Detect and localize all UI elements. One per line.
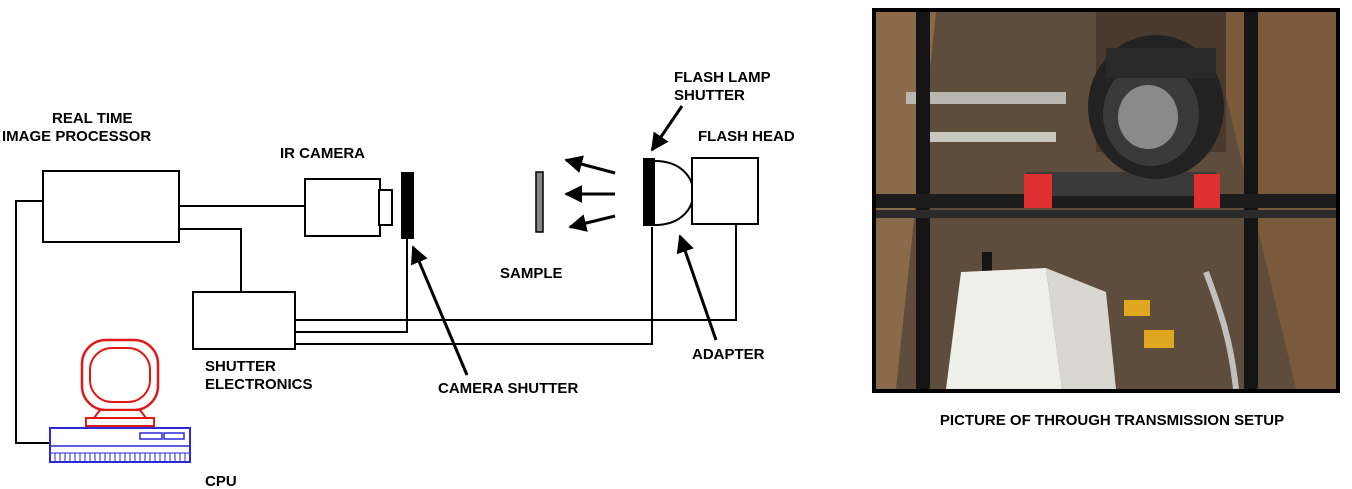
flash-ray-arrow-bottom	[568, 214, 616, 232]
image-processor-box	[42, 170, 180, 243]
ir-camera-lens	[378, 189, 393, 226]
camera-shutter-bar	[401, 172, 414, 239]
adapter-dome	[654, 160, 695, 226]
ir-camera-body	[304, 178, 381, 237]
processor-to-electronics-line	[179, 228, 242, 292]
adapter-pointer-arrow	[676, 234, 718, 341]
cpu-label: CPU	[205, 473, 237, 489]
flash-lamp-shutter-bar	[643, 158, 655, 226]
flash-ray-arrow-top	[564, 155, 616, 175]
processor-label-line2: IMAGE PROCESSOR	[2, 128, 151, 145]
cpu-monitor-icon	[80, 338, 160, 427]
sample-plate	[535, 171, 544, 233]
flash-head-label: FLASH HEAD	[698, 128, 795, 145]
processor-label-line1: REAL TIME	[52, 110, 133, 127]
flash-lamp-shutter-label-line1: FLASH LAMP	[674, 69, 771, 86]
sample-label: SAMPLE	[500, 265, 563, 282]
flash-lamp-shutter-label-line2: SHUTTER	[674, 87, 745, 104]
electronics-to-camera-shutter-line	[295, 239, 408, 333]
shutter-electronics-label-line1: SHUTTER	[205, 358, 276, 375]
ir-camera-label: IR CAMERA	[280, 145, 365, 162]
adapter-label: ADAPTER	[692, 346, 765, 363]
photo-caption: PICTURE OF THROUGH TRANSMISSION SETUP	[939, 412, 1285, 429]
electronics-to-flash-head-line	[295, 224, 737, 321]
cpu-unit-icon	[49, 427, 191, 463]
shutter-electronics-box	[192, 291, 296, 350]
camera-shutter-pointer-arrow	[411, 245, 469, 376]
electronics-to-flash-shutter-line	[295, 227, 653, 345]
setup-photo	[872, 8, 1340, 393]
shutter-electronics-label-line2: ELECTRONICS	[205, 376, 313, 393]
flash-shutter-pointer-arrow	[650, 105, 684, 152]
flash-head-box	[691, 157, 759, 225]
camera-shutter-label: CAMERA SHUTTER	[438, 380, 578, 397]
processor-to-cpu-line	[15, 200, 50, 444]
